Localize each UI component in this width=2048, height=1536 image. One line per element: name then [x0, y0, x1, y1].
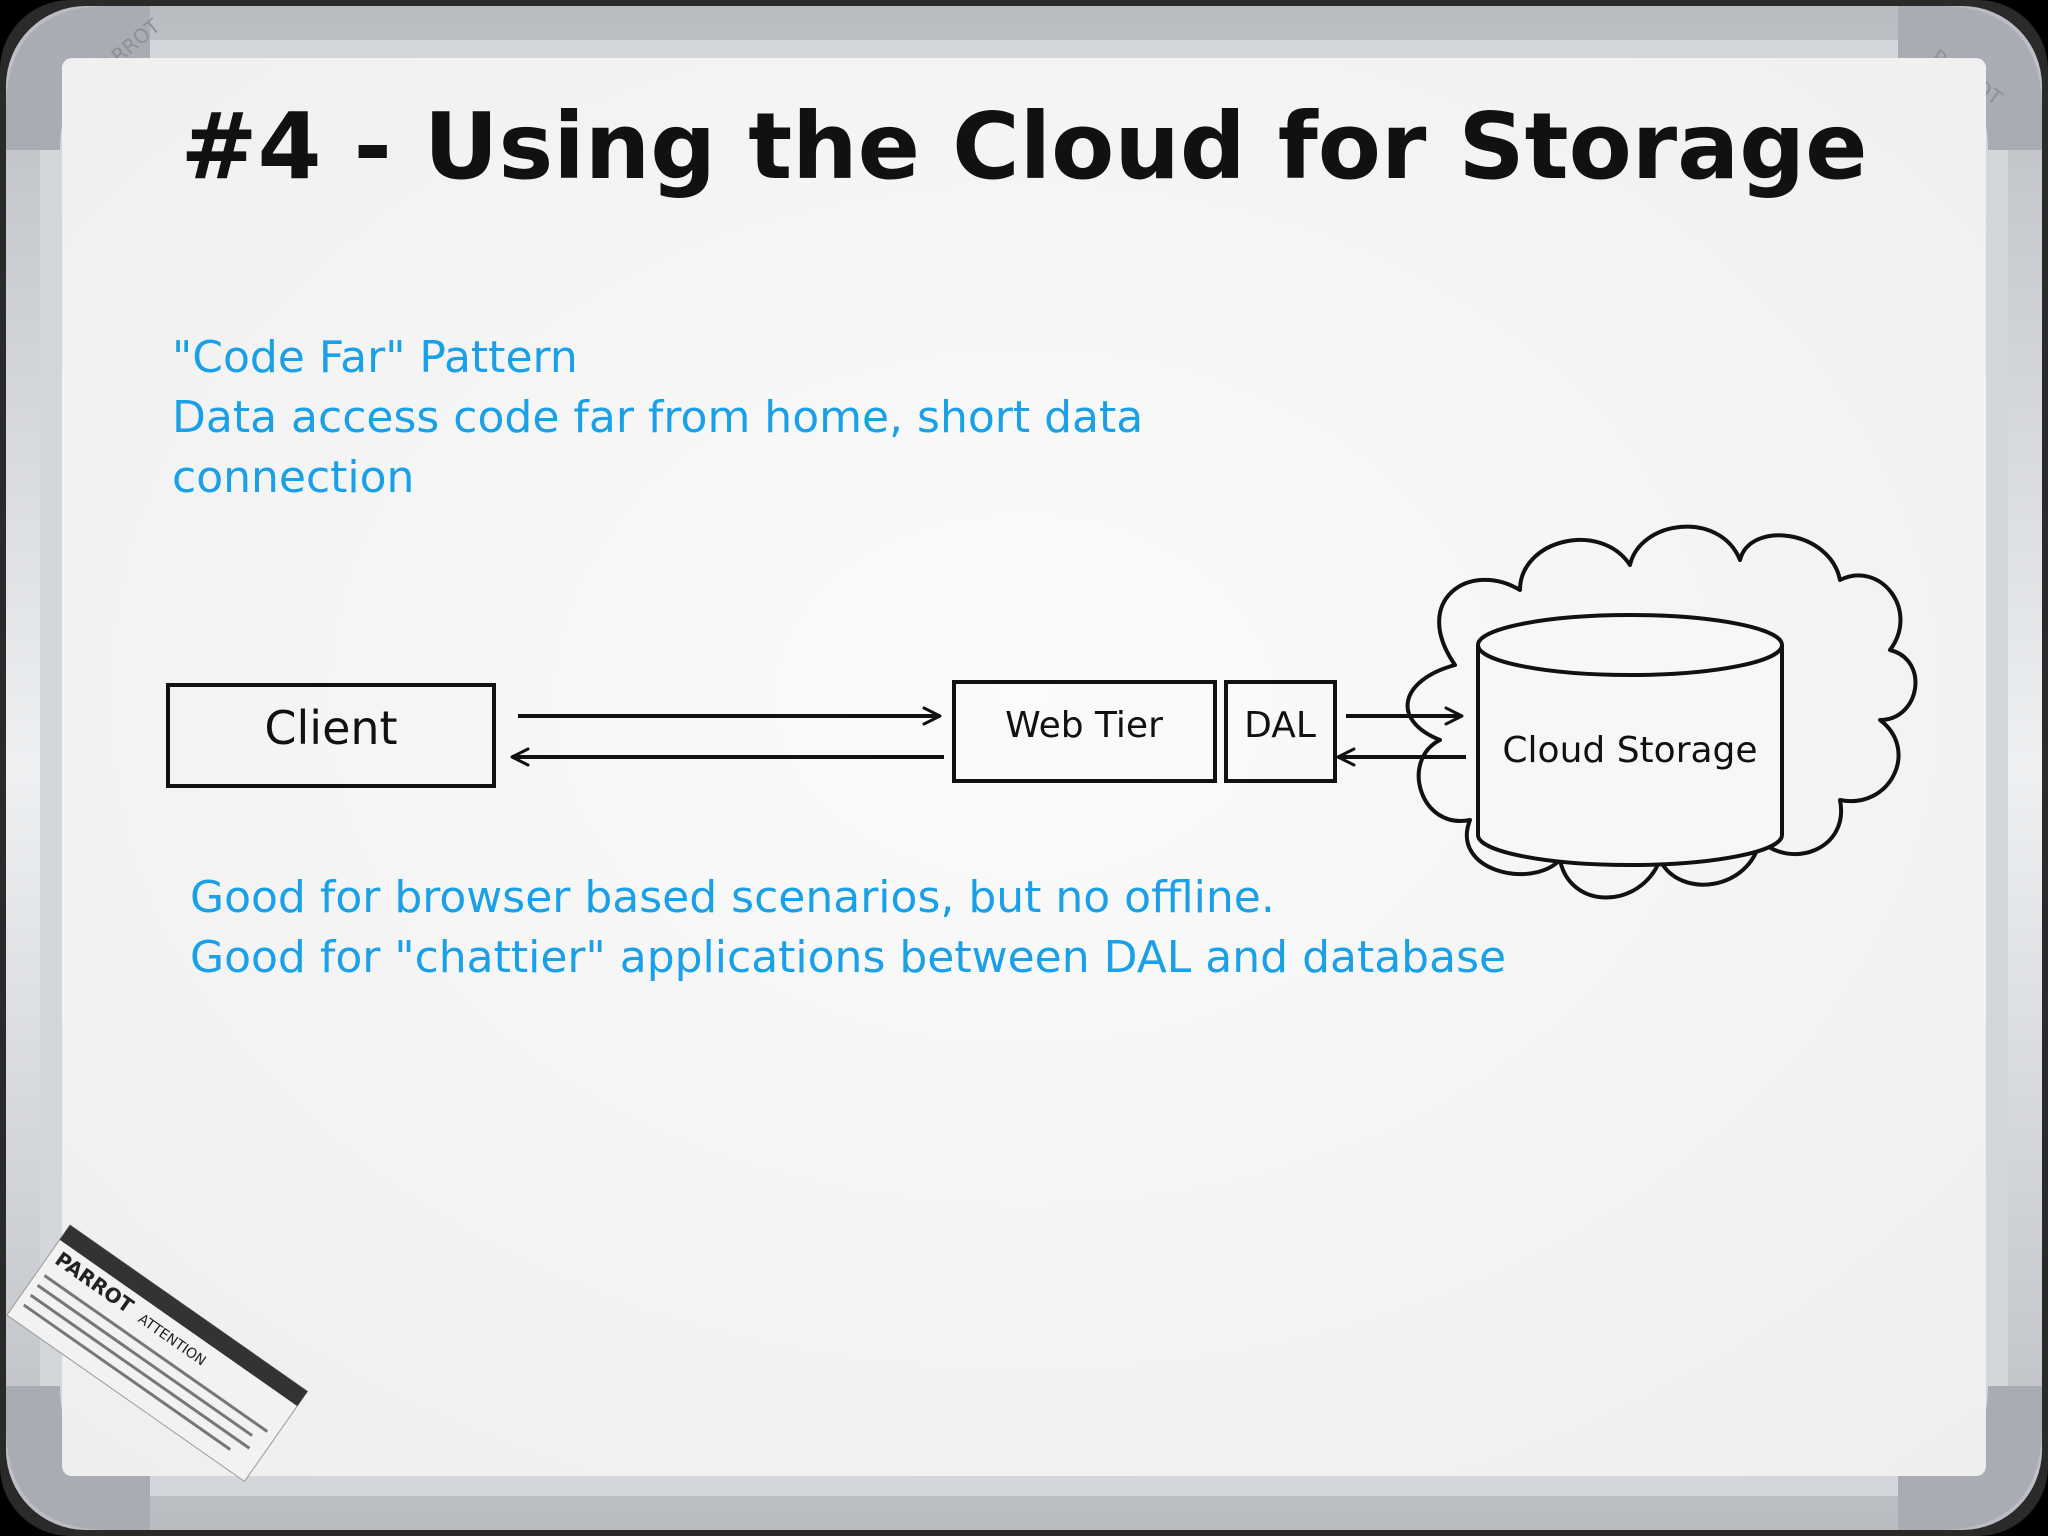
note-line-2: Good for "chattier" applications between…	[190, 932, 1506, 983]
dal-node: DAL	[1224, 680, 1337, 783]
cloud-storage-label: Cloud Storage	[1502, 730, 1757, 771]
intro-line-2: Data access code far from home, short da…	[172, 392, 1143, 443]
page-title: #4 - Using the Cloud for Storage	[180, 93, 1867, 200]
board-surface	[62, 58, 1986, 1476]
web-tier-label: Web Tier	[1005, 705, 1163, 746]
client-label: Client	[264, 701, 397, 755]
database-cylinder: Cloud Storage	[1476, 613, 1784, 867]
intro-line-3: connection	[172, 452, 414, 503]
web-tier-node: Web Tier	[952, 680, 1217, 783]
cloud-shape	[1405, 524, 1918, 900]
manufacturer-sticker: PARROT ATTENTION	[6, 1224, 309, 1483]
client-node: Client	[166, 683, 496, 788]
note-line-1: Good for browser based scenarios, but no…	[190, 872, 1275, 923]
intro-line-1: "Code Far" Pattern	[172, 332, 578, 383]
dal-label: DAL	[1244, 705, 1316, 746]
